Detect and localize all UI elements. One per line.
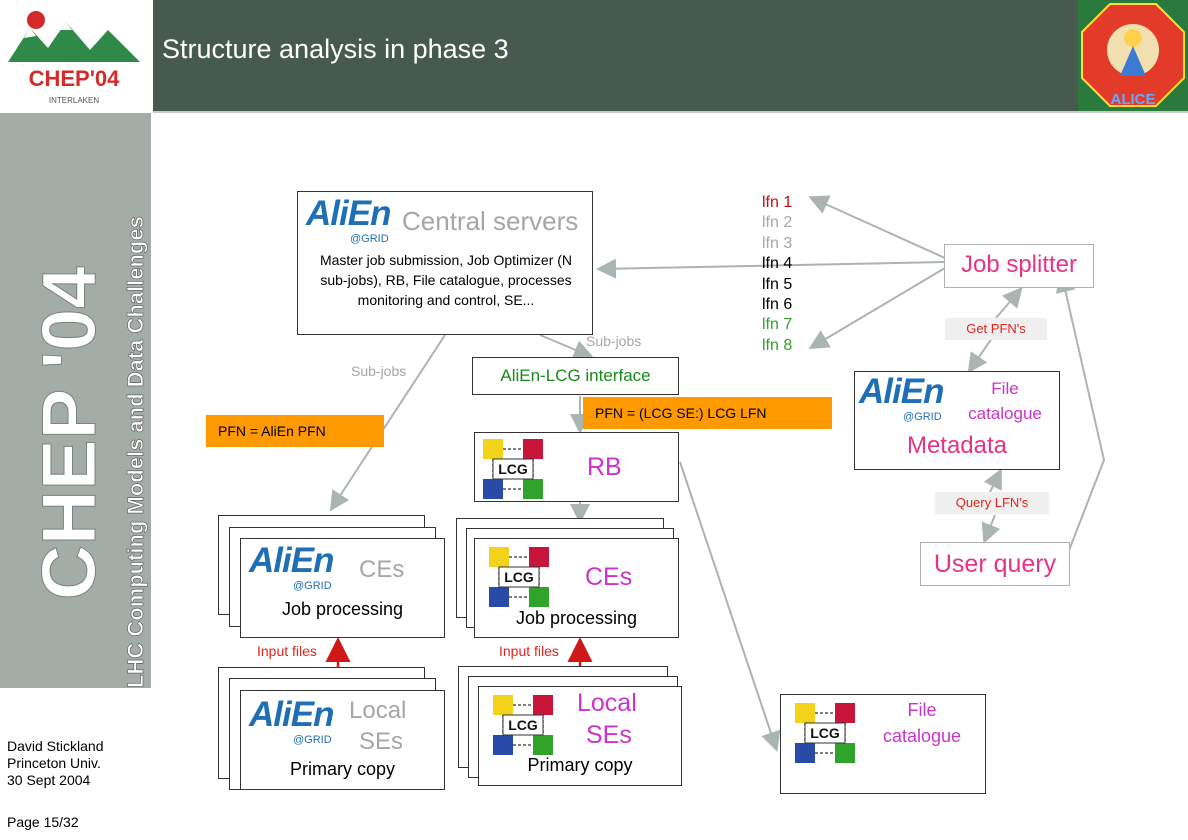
arrow-splitter-central: [596, 258, 946, 279]
sidebar-big-text: CHEP '04: [27, 266, 112, 600]
footer-affiliation: Princeton Univ.: [7, 755, 101, 771]
alien-ses-copy: Primary copy: [289, 759, 396, 779]
alien-ces-box: AliEn @GRID CEs Job processing: [240, 538, 445, 638]
arrow-splitter-lfn8: [808, 267, 946, 350]
alien-wordmark: AliEn: [249, 695, 334, 734]
lcg-wordmark: LCG: [508, 717, 538, 733]
alien-grid-tag: @GRID: [293, 734, 332, 746]
central-servers-box: AliEn @GRID Central servers Master job s…: [297, 191, 593, 335]
input-files-right-label: Input files: [499, 643, 559, 659]
alice-logo: ALICE: [1078, 0, 1188, 111]
alien-ses-box: AliEn @GRID Local SEs Primary copy: [240, 690, 445, 790]
query-lfns-label: Query LFN's: [935, 492, 1049, 514]
alien-ces-title: CEs: [359, 556, 405, 583]
alien-grid-tag: @GRID: [350, 233, 389, 245]
sidebar-edge: [151, 0, 153, 840]
lfn-item: lfn 4: [762, 255, 793, 273]
arrow-query-up: [983, 468, 1002, 493]
logo-subtext: INTERLAKEN: [49, 96, 99, 105]
lcg-ses-title-1: Local: [577, 689, 637, 717]
lfn-item: lfn 5: [762, 275, 793, 293]
alien-lcg-interface-label: AliEn-LCG interface: [500, 366, 651, 385]
alien-lcg-interface-box: AliEn-LCG interface: [472, 357, 679, 395]
subjobs-right-label: Sub-jobs: [586, 333, 642, 349]
arrow-splitter-lfn1: [808, 195, 946, 259]
arrow-rb-file-catalogue: [679, 461, 781, 752]
lcg-file-catalogue-box: LCG File catalogue: [780, 694, 986, 794]
lcg-ces-title: CEs: [585, 563, 633, 591]
page-title: Structure analysis in phase 3: [162, 34, 509, 64]
arrow-central-alien-ces: [329, 334, 446, 512]
sidebar-vertical-text: CHEP '04 LHC Computing Models and Data C…: [0, 113, 152, 688]
arrow-central-interface: [539, 334, 594, 360]
lfn-item: lfn 6: [762, 296, 793, 313]
lcg-logo: LCG: [481, 437, 545, 506]
logo-text: CHEP'04: [29, 66, 121, 91]
alien-grid-tag: @GRID: [903, 411, 942, 423]
central-servers-title: Central servers: [402, 206, 579, 236]
rb-box: LCG RB: [474, 432, 679, 502]
footer-author: David Stickland: [7, 738, 104, 754]
lcg-file-catalogue-title-2: catalogue: [882, 726, 962, 746]
alien-wordmark: AliEn: [306, 194, 391, 233]
lcg-wordmark: LCG: [504, 569, 534, 585]
sidebar-sub-text: LHC Computing Models and Data Challenges: [123, 216, 148, 688]
arrow-get-pfns-down: [967, 337, 993, 374]
pfn-lcg-label: PFN = (LCG SE:) LCG LFN: [583, 397, 832, 429]
central-servers-description: Master job submission, Job Optimizer (N …: [319, 252, 573, 308]
lcg-ces-job: Job processing: [515, 608, 638, 628]
alien-file-catalogue-title: File catalogue: [968, 379, 1042, 423]
lfn-item: lfn 8: [762, 336, 793, 354]
lfn-item: lfn 7: [762, 316, 793, 334]
alice-text: ALICE: [1111, 91, 1156, 108]
input-files-left-label: Input files: [257, 643, 317, 659]
footer-date: 30 Sept 2004: [7, 772, 91, 788]
lcg-ses-box: LCG Local SEs Primary copy: [478, 686, 682, 786]
alien-ses-title-1: Local: [349, 697, 407, 724]
rb-label: RB: [587, 453, 622, 481]
alien-wordmark: AliEn: [859, 372, 944, 411]
job-splitter-label: Job splitter: [960, 251, 1078, 278]
alien-ces-job: Job processing: [281, 599, 404, 619]
lcg-logo: LCG: [793, 701, 857, 770]
metadata-label: Metadata: [906, 432, 1008, 459]
lfn-item: lfn 1: [762, 194, 793, 211]
lcg-logo: LCG: [487, 545, 551, 614]
arrow-query-down: [981, 514, 1001, 544]
user-query-label: User query: [933, 550, 1057, 578]
header-divider: [152, 111, 1188, 113]
chep-logo: CHEP'04 INTERLAKEN: [0, 0, 152, 113]
subjobs-left-label: Sub-jobs: [351, 363, 407, 379]
user-query-box: User query: [920, 542, 1070, 586]
job-splitter-box: Job splitter: [944, 244, 1094, 288]
arrow-userquery-splitter: [1055, 272, 1106, 554]
alien-ses-title-2: SEs: [359, 728, 404, 755]
lfn-item: lfn 3: [762, 234, 793, 252]
lcg-ses-title-2: SEs: [586, 721, 632, 749]
lcg-file-catalogue-title-1: File: [907, 700, 937, 720]
lcg-ses-copy: Primary copy: [527, 755, 633, 775]
alien-wordmark: AliEn: [249, 541, 334, 580]
arrow-get-pfns-up: [995, 286, 1023, 319]
lcg-ces-box: LCG CEs Job processing: [474, 538, 679, 638]
get-pfns-label: Get PFN's: [945, 318, 1047, 340]
lcg-logo: LCG: [491, 693, 555, 762]
header-bar: [152, 0, 1188, 111]
lcg-wordmark: LCG: [810, 725, 840, 741]
pfn-alien-label: PFN = AliEn PFN: [206, 415, 384, 447]
lfn-item: lfn 2: [762, 214, 793, 232]
alien-grid-tag: @GRID: [293, 580, 332, 592]
lcg-wordmark: LCG: [498, 461, 528, 477]
alien-file-catalogue-box: AliEn @GRID File catalogue Metadata: [854, 371, 1060, 470]
footer-page: Page 15/32: [7, 814, 79, 830]
sidebar-band: [0, 113, 152, 688]
